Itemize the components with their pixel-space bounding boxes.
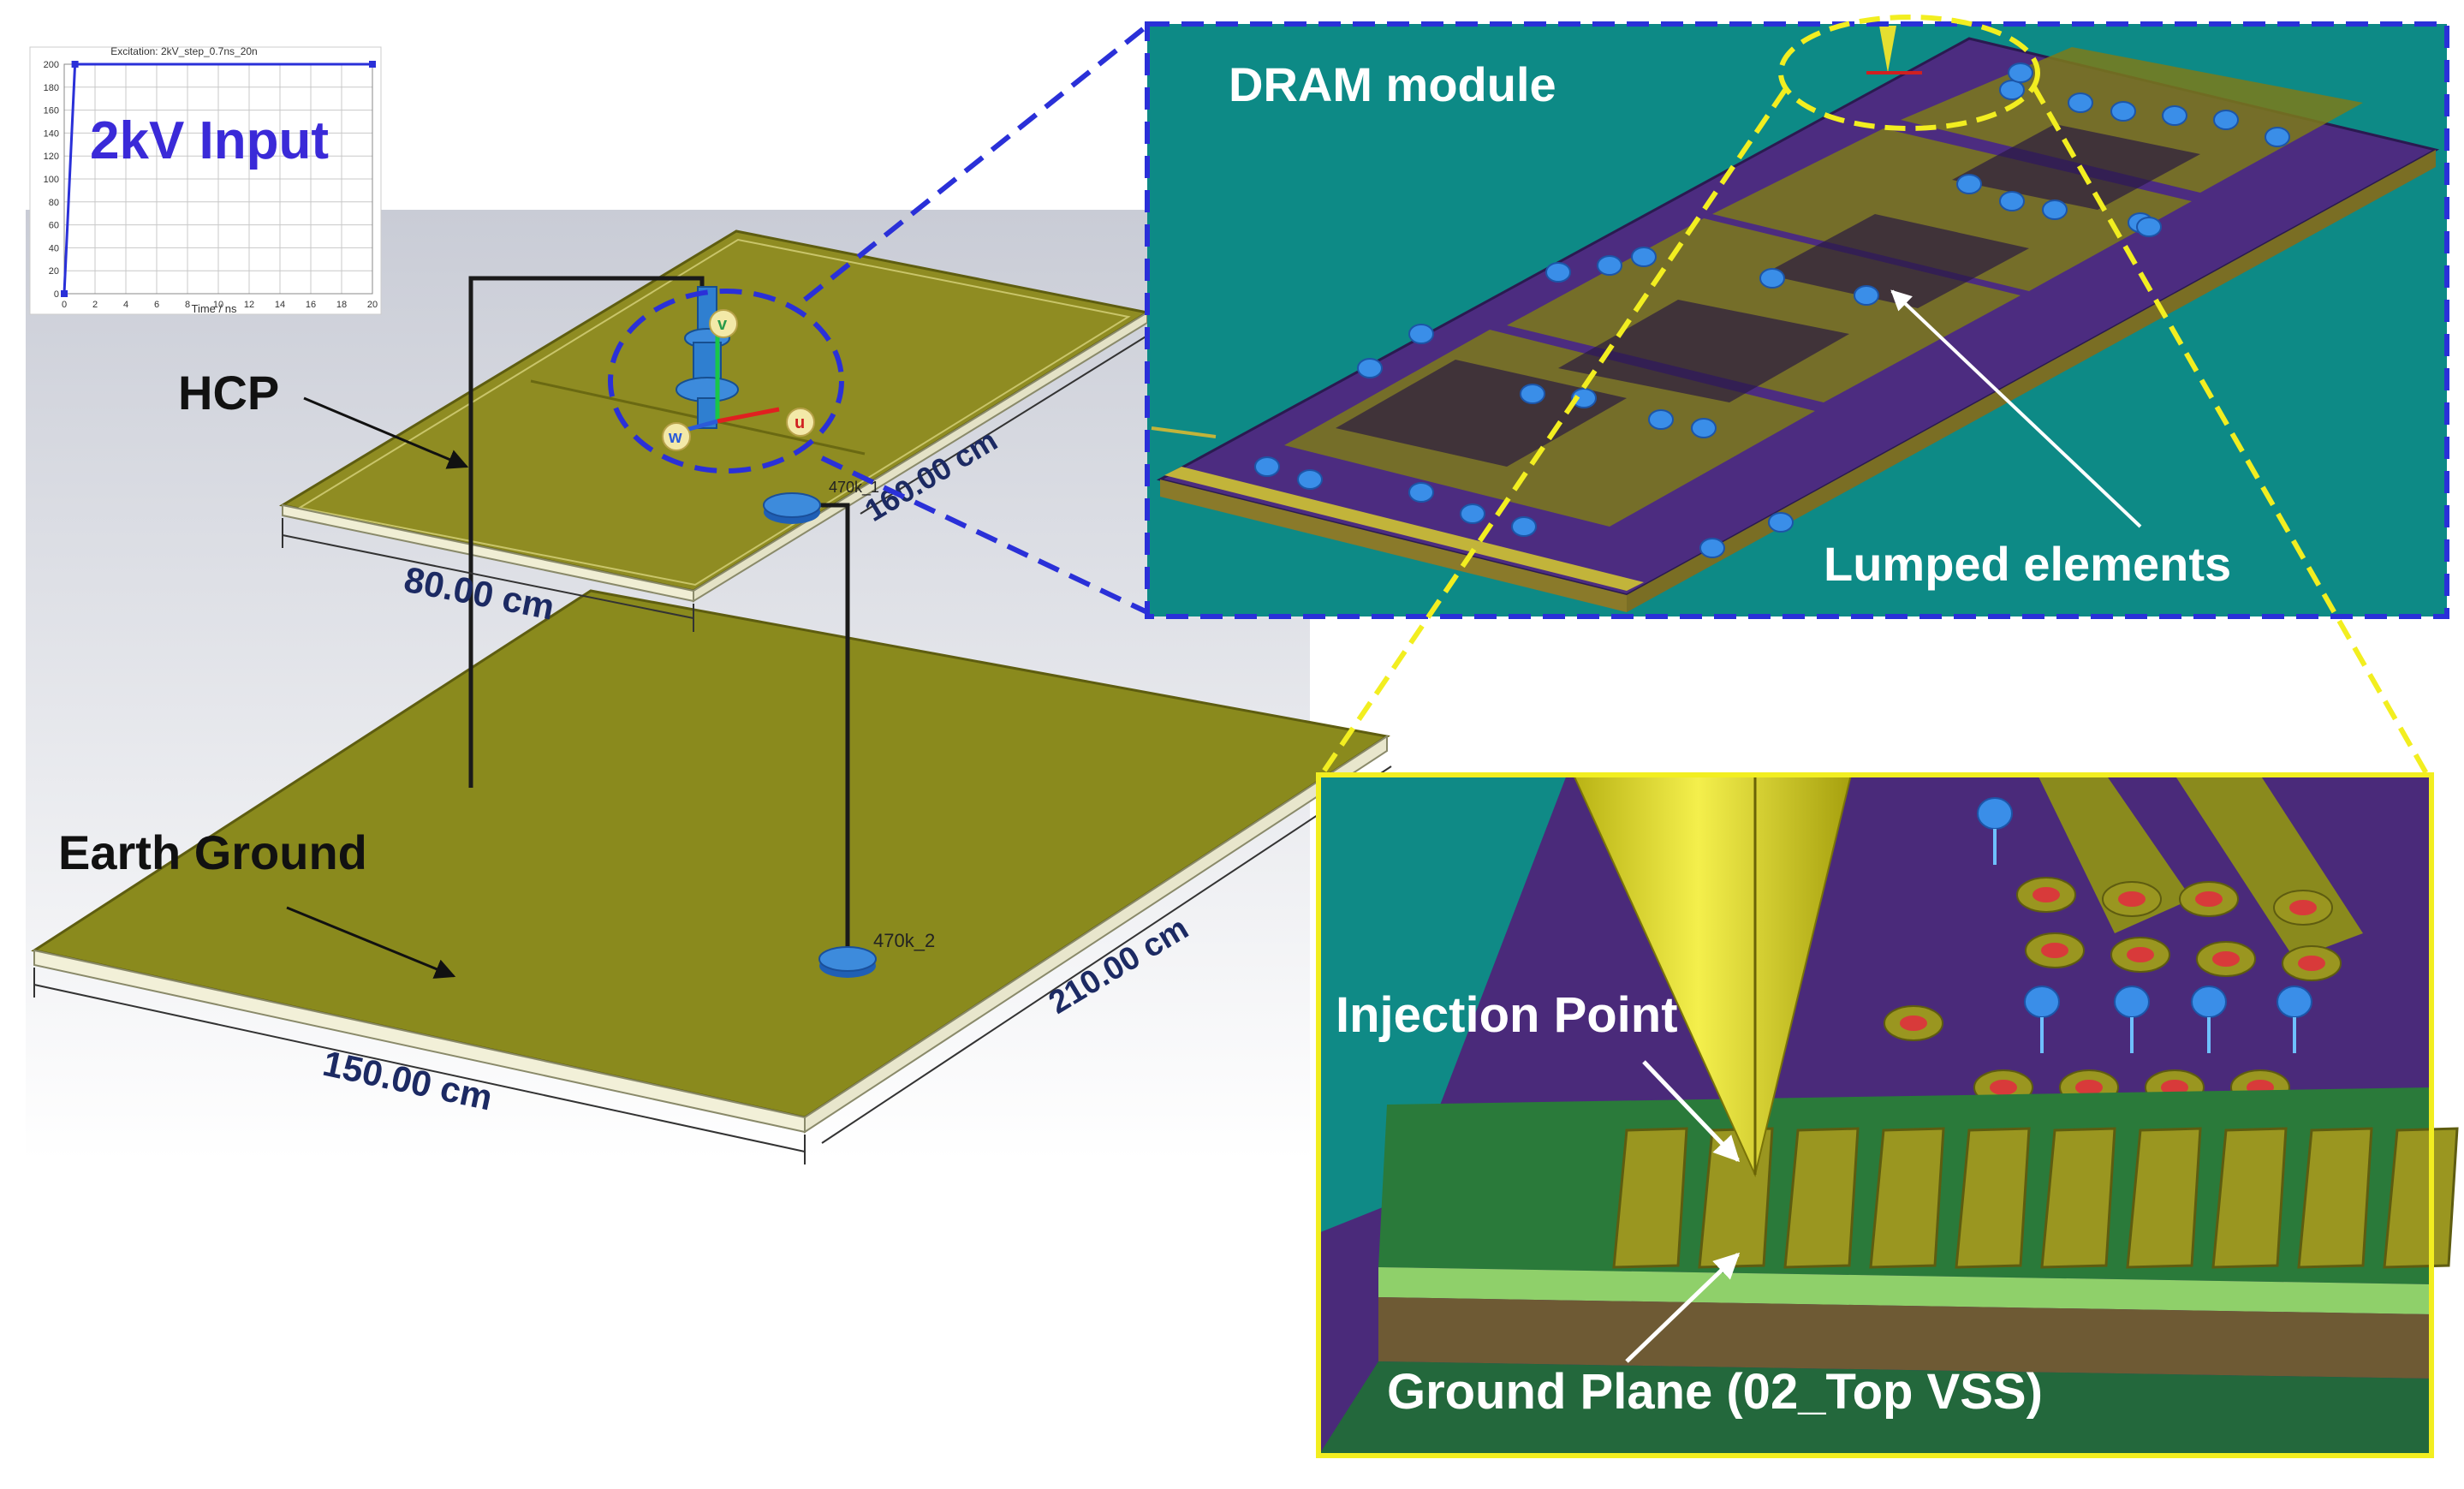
inset-y-tick: 200 [44,60,59,70]
inset-y-tick: 160 [44,106,59,116]
inset-y-tick: 60 [49,221,59,231]
hcp-label: HCP [178,366,279,420]
via-hole [1900,1015,1927,1031]
zoom-panel-border [1316,772,2434,1458]
inset-y-tick: 100 [44,175,59,185]
injection-highlight-circle [1778,15,2040,131]
local-axes-icon: v u w [662,309,815,451]
inset-y-tick: 20 [49,266,59,277]
earth-ground-label: Earth Ground [58,825,367,879]
via-hole [2212,951,2240,967]
via-hole [2161,1080,2188,1095]
connector-finger [2383,1127,2459,1269]
via-hole [1990,1080,2017,1095]
via-hole [2195,891,2223,907]
excitation-inset: Excitation: 2kV_step_0.7ns_20n 0 2 4 6 8 10 12… [29,45,382,315]
inset-x-tick: 18 [336,300,347,310]
inset-x-tick: 2 [92,300,98,310]
connector-finger [1612,1127,1688,1269]
resistor-470k-1 [763,492,821,524]
ground-plane-label: Ground Plane (02_Top VSS) [1387,1364,2043,1420]
inset-y-tick: 40 [49,243,59,253]
via-hole [2298,956,2325,971]
via-hole [2041,943,2068,958]
source-highlight-circle [608,289,844,474]
inset-series-point [71,61,79,68]
lumped-element-markers [1254,63,2290,558]
injection-zoom-panel [1318,774,2459,1456]
inset-x-tick: 20 [367,300,378,310]
via-hole [2127,947,2154,962]
dram-projection-lines [803,23,1149,615]
inset-x-tick: 12 [244,300,254,310]
connector-finger [2211,1127,2288,1269]
resistor-470k-2 [818,946,877,978]
inset-big-label: 2kV Input [90,111,329,170]
via-hole [2075,1080,2103,1095]
inset-series-point [369,61,376,68]
inset-y-tick: 0 [54,289,59,300]
inset-x-tick: 4 [123,300,128,310]
resistor-label: 470k_2 [873,930,935,951]
inset-x-tick: 8 [185,300,190,310]
lumped-elements-label: Lumped elements [1824,537,2231,591]
inset-title: Excitation: 2kV_step_0.7ns_20n [110,45,257,57]
resistor-top-label: 470k_1 [829,479,879,497]
earth-ground-arrow [286,906,456,979]
inset-x-tick: 16 [306,300,316,310]
ground-plane-arrow [1625,1252,1741,1363]
dram-panel-border [1145,21,2449,619]
edge-connector-fingers [1612,1127,2459,1269]
injection-point-label: Injection Point [1336,987,1678,1043]
zoom-projection-lines [1316,84,2430,781]
inset-x-tick: 10 [213,300,223,310]
connector-finger [2297,1127,2373,1269]
connector-finger [2126,1127,2202,1269]
dram-module-panel [1147,24,2447,616]
inset-y-tick: 180 [44,83,59,93]
dram-title: DRAM module [1229,57,1556,111]
axis-v-label: v [717,315,728,334]
inset-x-tick: 0 [62,300,67,310]
axis-w-label: w [668,428,682,447]
inset-y-tick: 120 [44,152,59,162]
hcp-arrow [303,396,469,469]
zoom-lumped-markers [1977,797,2312,1053]
connector-finger [1783,1127,1860,1269]
inset-x-tick: 14 [275,300,285,310]
inset-y-tick: 80 [49,198,59,208]
dimension-lines [33,335,1392,1164]
inset-y-tick: 140 [44,128,59,139]
via-hole [2289,900,2317,915]
axis-u-label: u [795,414,805,432]
earth-ground-plane [31,589,1390,1134]
connector-finger [1869,1127,1945,1269]
injection-point-arrow [1642,1060,1741,1163]
via-hole [2033,887,2060,902]
inset-x-tick: 6 [154,300,159,310]
lumped-elements-arrow [1890,289,2142,528]
inset-xlabel: Time / ns [192,302,237,315]
inset-series-point [61,290,68,297]
via-hole [2118,891,2146,907]
connector-finger [2040,1127,2116,1269]
connector-finger [1955,1127,2031,1269]
